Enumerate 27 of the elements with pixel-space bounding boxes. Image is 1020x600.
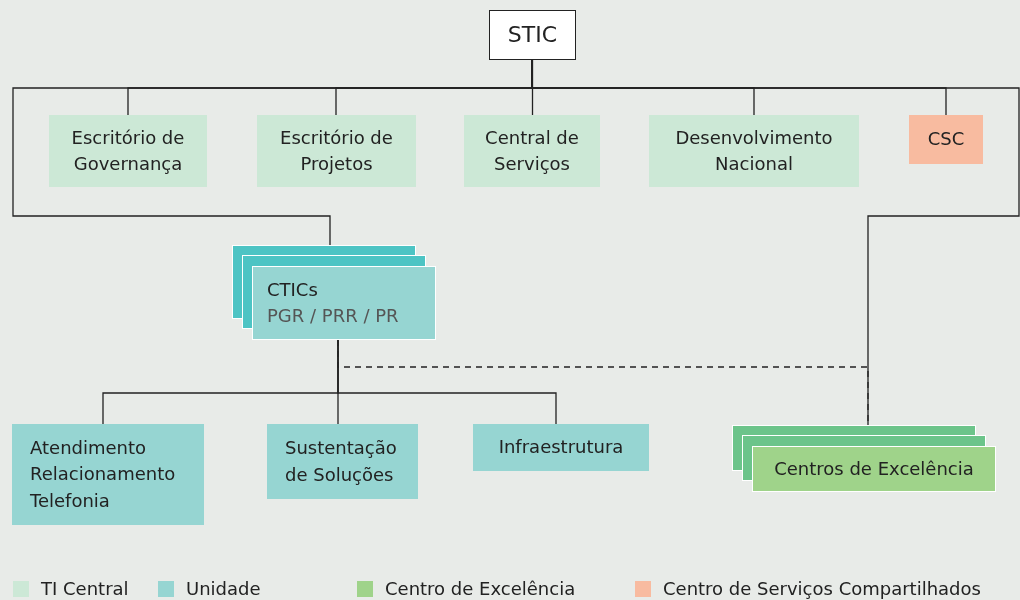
stacked-unit-box <box>732 425 996 492</box>
unit-box <box>257 115 416 187</box>
root-box <box>489 10 576 60</box>
box-label: CSC <box>927 127 965 152</box>
box-sublabel: PGR / PRR / PR <box>267 304 399 328</box>
legend-label: TI Central <box>41 578 129 599</box>
box-label: Desenvolvimento Nacional <box>674 125 834 176</box>
unit-box <box>909 115 983 164</box>
unit-box <box>464 115 600 187</box>
box-label: CTICs <box>267 277 318 302</box>
box-label: Infraestrutura <box>498 435 624 460</box>
unit-box <box>649 115 859 187</box>
box-label: Central de Serviços <box>484 125 580 176</box>
unit-box <box>49 115 207 187</box>
legend-label: Centro de Serviços Compartilhados <box>663 578 981 599</box>
legend-label: Centro de Excelência <box>385 578 576 599</box>
box-label: Escritório de Governança <box>70 125 186 176</box>
box-label: Centros de Excelência <box>774 456 974 481</box>
stacked-unit-box <box>232 245 436 340</box>
box-label: Escritório de Projetos <box>279 125 394 176</box>
unit-box <box>12 424 204 525</box>
unit-box <box>267 424 418 499</box>
legend-label: Unidade <box>186 578 261 599</box>
box-label: Sustentação de Soluções <box>285 436 398 487</box>
unit-box <box>473 424 649 471</box>
box-label: Atendimento Relacionamento Telefonia <box>30 436 177 513</box>
box-label: STIC <box>507 21 558 50</box>
